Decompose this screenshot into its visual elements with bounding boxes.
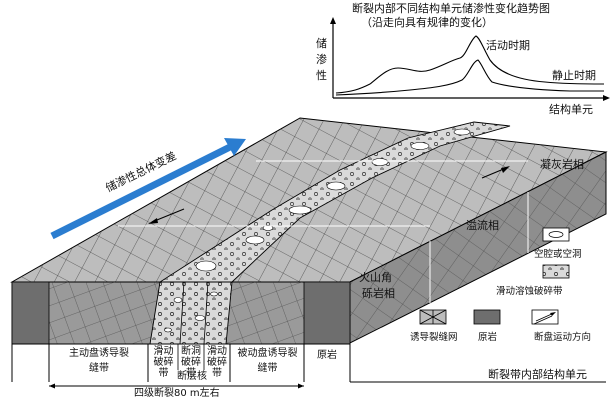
passive-wall-label-2: 缝带 bbox=[257, 363, 278, 374]
legend-protolith-label: 原岩 bbox=[478, 332, 498, 343]
slide-zone-2-label-3: 带 bbox=[212, 368, 222, 379]
static-period-label: 静止时期 bbox=[552, 69, 596, 82]
legend bbox=[419, 227, 570, 325]
porosity-trend-chart bbox=[330, 17, 610, 101]
top-cavities bbox=[195, 128, 471, 272]
active-period-label: 活动时期 bbox=[486, 39, 530, 52]
chart-ylabel-3: 性 bbox=[316, 69, 327, 82]
facies-breccia-label-1: 火山角 bbox=[359, 271, 392, 284]
chart-ylabel-2: 渗 bbox=[316, 53, 327, 66]
chart-xlabel: 结构单元 bbox=[549, 103, 593, 116]
protolith-icon bbox=[473, 309, 501, 325]
main-wall-label-1: 主动盘诱导裂 bbox=[69, 348, 129, 359]
chart-y-arrow bbox=[330, 17, 336, 24]
block-diagram bbox=[10, 117, 608, 345]
cave-zone-label-1: 断洞 bbox=[181, 346, 201, 357]
fault-width-label: 四级断裂80 m左右 bbox=[134, 388, 220, 399]
front-left-protolith bbox=[11, 281, 50, 345]
protolith-label: 原岩 bbox=[317, 350, 337, 361]
cave-zone-label-2: 破碎 bbox=[181, 357, 201, 368]
static-period-curve bbox=[335, 59, 605, 96]
facies-breccia-label-2: 砾岩相 bbox=[362, 287, 395, 300]
front-right-protolith bbox=[303, 281, 351, 345]
passive-wall-label-1: 被动盘诱导裂 bbox=[237, 348, 298, 359]
chart-ylabel-1: 储 bbox=[316, 37, 327, 50]
top-movement-arrows bbox=[148, 166, 510, 224]
section-label: 断裂带内部结构单元 bbox=[488, 368, 587, 381]
legend-breccia-label: 滑动溶蚀破碎带 bbox=[496, 286, 563, 297]
slide-zone-label-1: 滑动 bbox=[153, 346, 174, 357]
bottom-band bbox=[11, 343, 606, 389]
legend-movement-label: 断盘运动方向 bbox=[534, 332, 592, 343]
slide-zone-2-label-1: 滑动 bbox=[207, 346, 227, 357]
blue-trend-arrow bbox=[50, 138, 246, 240]
chart-subtitle: （沿走向具有规律的变化） bbox=[361, 16, 493, 29]
main-wall-label-2: 缝带 bbox=[89, 363, 109, 374]
active-period-curve bbox=[335, 35, 605, 94]
cave-zone-label-3: 带 bbox=[186, 368, 196, 379]
chart-x-arrow bbox=[603, 95, 610, 101]
legend-cavity-label: 空腔或空洞 bbox=[534, 249, 582, 260]
chart-title: 断裂内部不同结构单元储渗性变化趋势图 bbox=[352, 2, 550, 15]
slide-zone-label-3: 带 bbox=[158, 368, 169, 379]
slide-zone-label-2: 破碎 bbox=[153, 357, 174, 368]
slide-zone-2-label-2: 破碎 bbox=[207, 357, 227, 368]
facies-overflow-label: 溢流相 bbox=[466, 219, 499, 232]
legend-fracture-label: 诱导裂缝网 bbox=[410, 332, 458, 343]
fault-core-label: 断层核 bbox=[177, 371, 207, 382]
facies-tuff-label: 凝灰岩相 bbox=[540, 158, 584, 171]
